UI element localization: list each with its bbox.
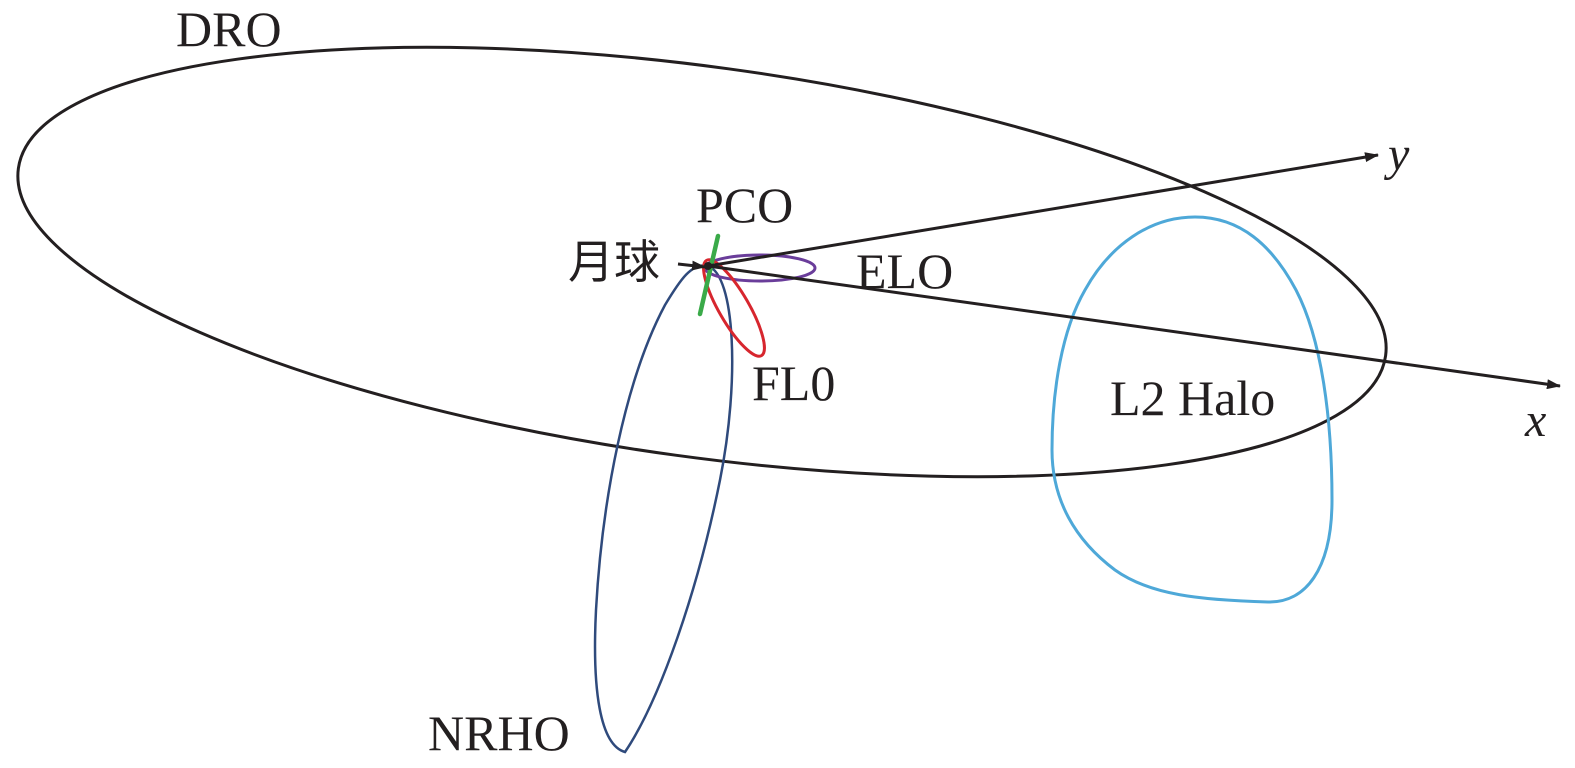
moon-marker [704, 262, 712, 270]
moon-label: 月球 [568, 235, 660, 289]
y-axis-label: y [1383, 128, 1410, 181]
nrho-label: NRHO [428, 705, 570, 761]
y-axis [707, 152, 1379, 268]
nrho-orbit [593, 264, 734, 754]
dro-label: DRO [176, 1, 282, 57]
pco-label: PCO [696, 177, 793, 233]
dro-orbit [16, 45, 1388, 479]
l2-halo-orbit [1050, 215, 1334, 604]
l2-halo-label: L2 Halo [1110, 370, 1275, 426]
flo-orbit [702, 258, 766, 358]
x-axis [707, 264, 1561, 390]
pco-orbit [697, 233, 721, 317]
elo-label: ELO [856, 243, 953, 299]
moon-pointer-arrow [677, 260, 706, 271]
flo-label: FL0 [752, 355, 835, 411]
x-axis-label: x [1524, 394, 1546, 447]
